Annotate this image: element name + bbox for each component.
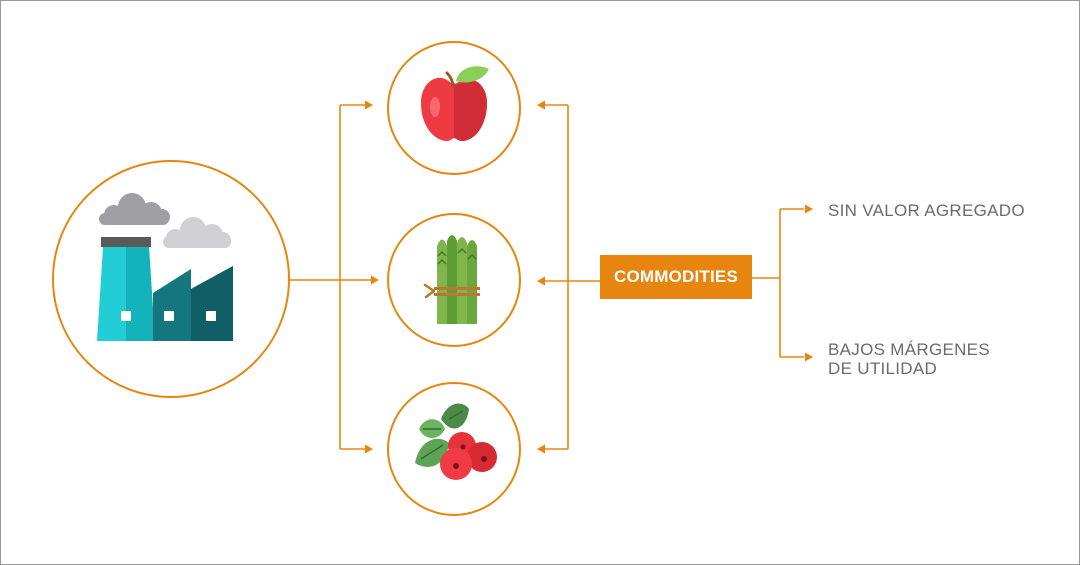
asparagus-icon [423,235,480,324]
apple-icon [421,66,489,141]
factory-icon [97,193,233,341]
arrowhead-cherry-left [365,444,373,454]
arrowhead-outcome-1 [805,204,813,214]
outcome-2-line-2: DE UTILIDAD [828,359,938,378]
arrowhead-outcome-2 [805,352,813,362]
outcome-1-line-1: SIN VALOR AGREGADO [828,201,1025,220]
twine [423,283,480,299]
light-cloud [163,217,231,248]
arrowheads [365,100,813,454]
arrowhead-apple-left [365,100,373,110]
commodities-box: COMMODITIES [600,255,752,299]
dark-cloud [99,193,170,225]
coffee-cherry-icon [415,403,497,480]
arrowhead-asparagus-right [537,276,545,286]
arrowhead-apple-right [537,100,545,110]
arrowhead-asparagus-left [371,275,379,285]
outcome-low-margins: BAJOS MÁRGENES DE UTILIDAD [828,340,990,378]
commodities-label: COMMODITIES [613,267,739,286]
factory-circle [52,160,290,398]
outcome-no-added-value: SIN VALOR AGREGADO [828,201,1025,220]
arrowhead-cherry-right [537,444,545,454]
connector-lines [289,104,804,450]
outcome-2-line-1: BAJOS MÁRGENES [828,340,990,359]
